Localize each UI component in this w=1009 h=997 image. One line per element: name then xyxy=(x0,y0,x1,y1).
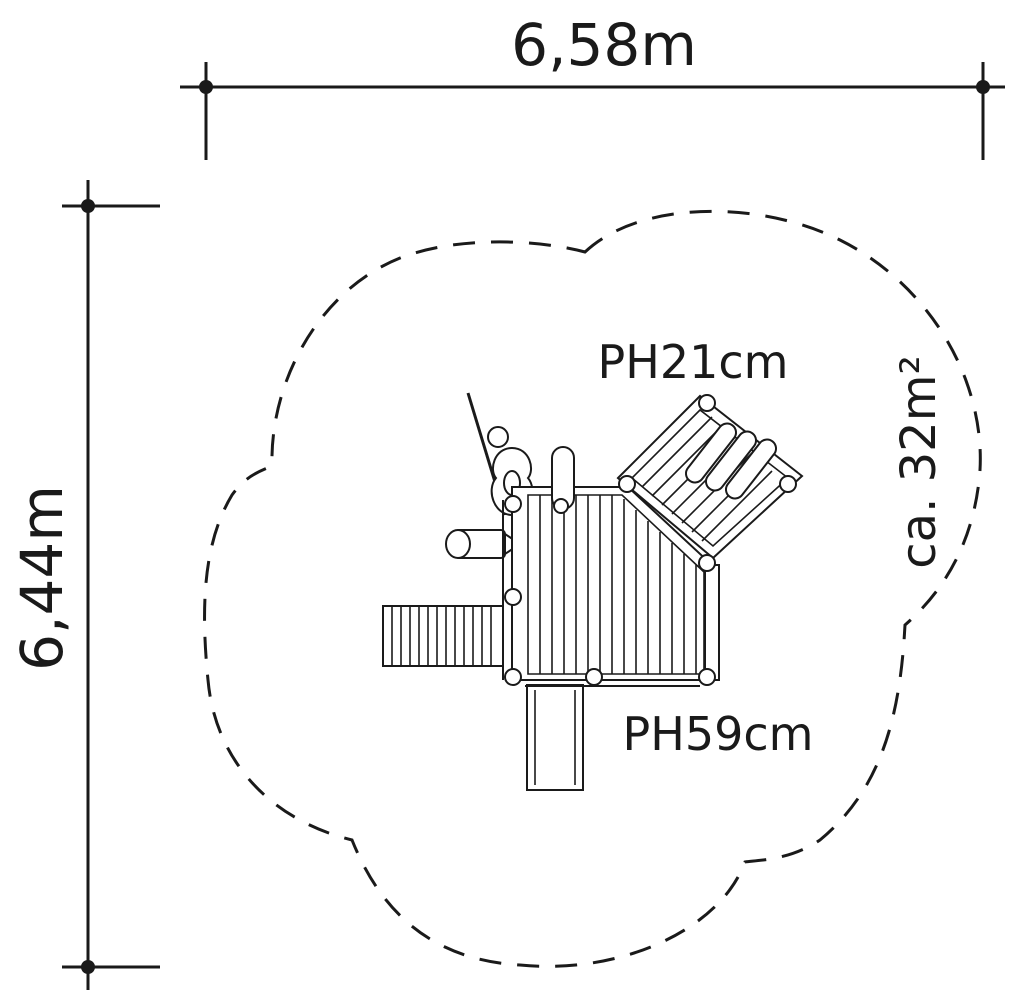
post-roof-base xyxy=(553,498,569,514)
post-top-left xyxy=(504,495,522,513)
ladder xyxy=(382,605,504,667)
depth-dimension-node-top xyxy=(81,199,95,213)
platform-side-panel xyxy=(704,564,720,681)
depth-dimension-node-bottom xyxy=(81,960,95,974)
width-label: 6,58m xyxy=(511,11,697,79)
width-dimension-node-left xyxy=(199,80,213,94)
slide xyxy=(526,684,584,791)
post-mid-left xyxy=(504,588,522,606)
post-bottom-right xyxy=(698,668,716,686)
play-structure xyxy=(382,392,804,791)
width-dimension-node-right xyxy=(976,80,990,94)
depth-dimension: 6,44m xyxy=(8,180,160,990)
post-bottom-mid xyxy=(585,668,603,686)
post-top-right xyxy=(618,475,636,493)
post-ramp-right xyxy=(779,475,797,493)
climbing-ramp-logs xyxy=(684,422,778,500)
ladder-frame xyxy=(382,605,504,667)
area-label: ca. 32m² xyxy=(891,355,947,568)
width-dimension: 6,58m xyxy=(180,11,1005,160)
post-ramp-top xyxy=(698,394,716,412)
telescope xyxy=(445,529,522,559)
telescope-eyepiece xyxy=(445,529,471,559)
flag-pole-top xyxy=(487,426,509,448)
climbing-ramp xyxy=(616,394,804,560)
ladder-rungs xyxy=(391,606,492,666)
safety-area-outline xyxy=(203,209,982,968)
main-platform-planks xyxy=(539,495,697,674)
main-platform xyxy=(502,486,720,687)
depth-label: 6,44m xyxy=(8,485,76,671)
platform-height-upper-label: PH21cm xyxy=(598,335,789,389)
posts xyxy=(504,394,797,686)
post-bottom-left xyxy=(504,668,522,686)
platform-height-lower-label: PH59cm xyxy=(623,707,814,761)
post-mid-right xyxy=(698,554,716,572)
